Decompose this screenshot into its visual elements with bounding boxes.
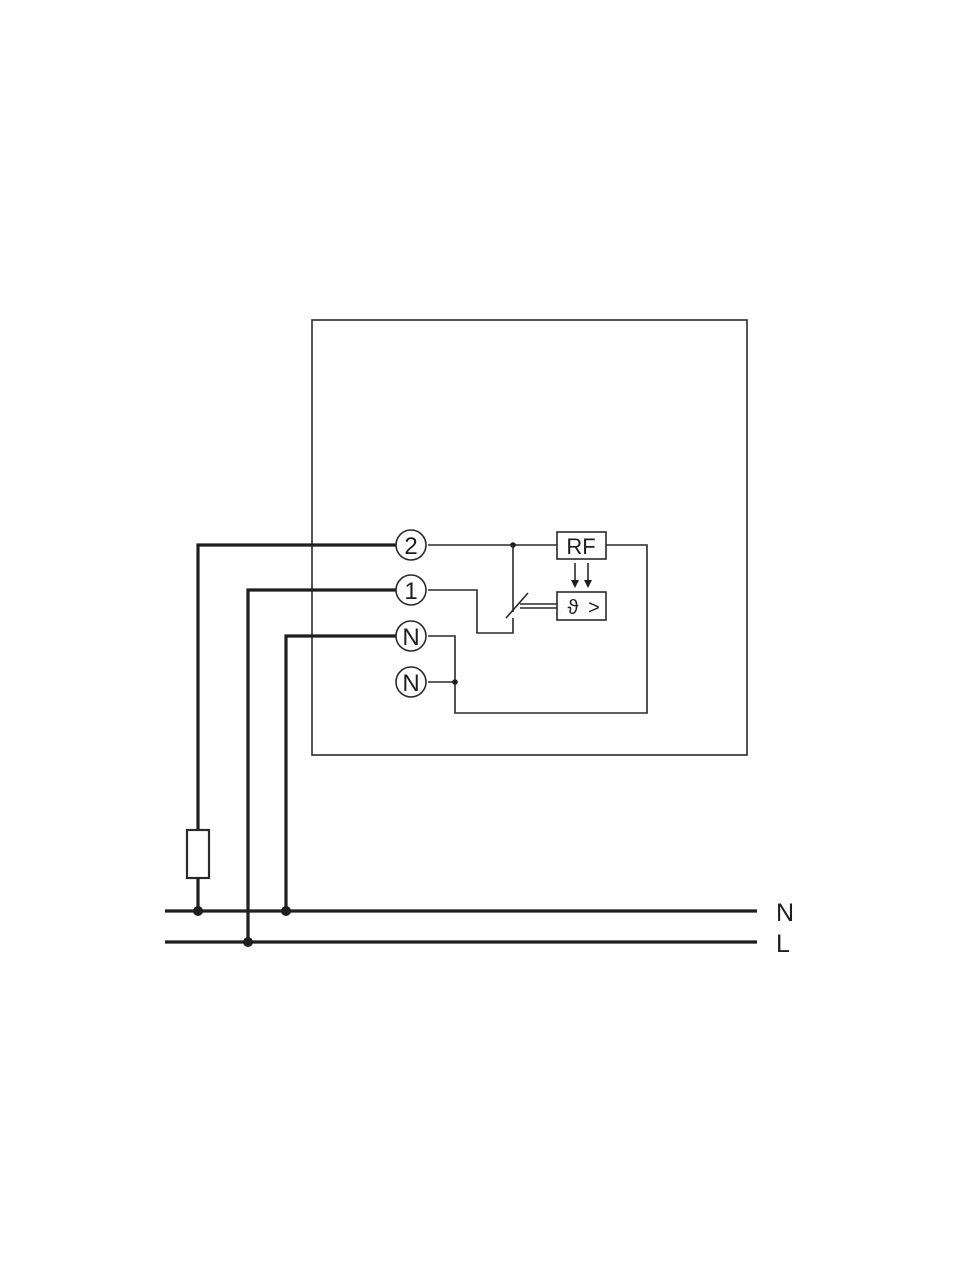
rf-module-box [556, 531, 607, 560]
junction-dot-load-neutral [193, 906, 203, 916]
wire-terminal-2-to-load [196, 543, 396, 830]
wire-terminal-n-to-neutral [284, 634, 396, 911]
terminal-n-upper-label: N [402, 624, 419, 651]
terminal-1: 1 [395, 574, 427, 606]
junction-dot-terminal-1-line [243, 937, 253, 947]
junction-dot-terminal-n-neutral [281, 906, 291, 916]
line-bus-label: L [776, 930, 790, 958]
terminal-2-label: 2 [404, 533, 417, 560]
internal-wire-rf-to-neutral [428, 544, 648, 714]
temperature-controller-box [556, 591, 607, 621]
rf-module-label: RF [566, 534, 595, 559]
junction-dot-internal-neutral [452, 679, 458, 685]
relay-switch-contact [505, 592, 529, 619]
neutral-bus-label: N [776, 899, 794, 927]
internal-wire-1-to-switch [428, 589, 514, 634]
terminal-n-lower-label: N [402, 670, 419, 697]
temperature-comparator: > [588, 597, 600, 619]
temperature-symbol: ϑ [568, 597, 579, 619]
terminal-2: 2 [395, 529, 427, 561]
signal-arrows-icon [571, 563, 592, 588]
terminal-n-lower: N [395, 666, 427, 698]
terminal-1-label: 1 [404, 578, 417, 605]
terminal-n-upper: N [395, 620, 427, 652]
device-housing [311, 319, 748, 756]
wire-terminal-1-to-line [246, 588, 396, 942]
load-resistor [185, 828, 211, 880]
